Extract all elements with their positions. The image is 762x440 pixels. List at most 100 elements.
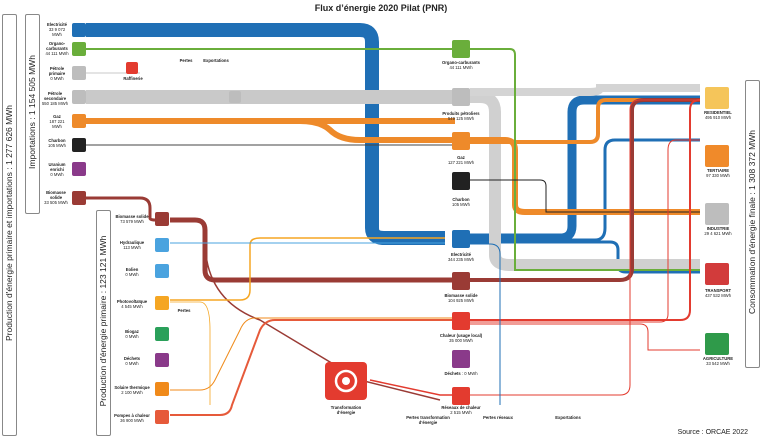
flow-petrole-out	[470, 91, 700, 271]
flow-gaz-out2	[470, 98, 700, 144]
petrole-node-icon	[452, 88, 470, 106]
reseau-node-icon	[452, 387, 470, 405]
production-primaire-box	[96, 210, 111, 436]
agriculture-icon	[705, 333, 729, 355]
biogaz-icon	[155, 327, 169, 341]
biomasse-primary-icon	[155, 212, 169, 226]
pompes-chaleur-icon	[155, 410, 169, 424]
charbon-import-icon	[72, 138, 86, 152]
flow-petrole-out2	[470, 84, 700, 96]
flow-chaleur-out2	[470, 139, 700, 323]
diagram-title: Flux d’énergie 2020 Pilat (PNR)	[314, 3, 448, 13]
organo-node-icon	[452, 40, 470, 58]
flow-pac	[170, 319, 455, 416]
middle-label-6: Chaleur (usage local)35 000 MWh	[439, 333, 483, 343]
organo-import-icon	[72, 42, 86, 56]
pertes-pv-label: Pertes	[177, 308, 191, 313]
transformation-label: Transformation d'énergie	[330, 405, 362, 415]
biomasse-node-icon	[452, 272, 470, 290]
flow-chaleur-out3	[470, 323, 700, 351]
flow-pv	[170, 237, 445, 301]
flow-gaz-out	[470, 137, 700, 215]
flow-gaz-bend	[299, 118, 455, 143]
chaleur-node-icon	[452, 312, 470, 330]
charbon-node-icon	[452, 172, 470, 190]
flow-organo-out	[470, 48, 700, 271]
production-primaire-label: Production d'énergie primaire : 123 121 …	[98, 235, 108, 407]
flow-biomasse	[170, 217, 455, 283]
hydraulique-icon	[155, 238, 169, 252]
production-totale-box	[2, 14, 17, 436]
flow-reseau-out	[470, 99, 700, 396]
flow-biomasse-out	[470, 98, 700, 282]
industrie-icon	[705, 203, 729, 225]
importations-box	[25, 14, 40, 214]
petrole2-import-icon	[72, 90, 86, 104]
solaire-thermique-icon	[155, 382, 169, 396]
flow-electricite-out3	[470, 240, 700, 274]
uranium-import-icon	[72, 162, 86, 176]
flow-electricite-import	[86, 23, 445, 245]
pertes-reseaux-label: Pertes réseaux	[483, 415, 513, 420]
flow-solaire	[170, 317, 455, 391]
dechets-node-icon	[452, 350, 470, 368]
elec-import-icon	[72, 23, 86, 37]
gaz-import-icon	[72, 114, 86, 128]
pertes-label: Pertes	[179, 58, 193, 63]
flow-pv-loss	[170, 301, 211, 405]
photovoltaique-icon	[155, 296, 169, 310]
flow-biomasse-import	[86, 196, 156, 222]
flow-charbon-out	[470, 179, 700, 213]
importations-label: Importations : 1 154 505 MWh	[27, 55, 37, 169]
transformation-gear-icon	[334, 369, 358, 393]
flow-electricite-out2	[470, 138, 700, 242]
flow-elec-loss	[470, 243, 501, 405]
pertes-transformation-label: Pertes transformation d'énergie	[406, 415, 450, 425]
flow-chaleur-out	[470, 99, 701, 321]
consommation-box	[745, 80, 760, 368]
residentiel-icon	[705, 87, 729, 109]
flow-biomasse-loss	[204, 239, 441, 401]
transport-icon	[705, 263, 729, 285]
exportations-label: Exportations	[203, 58, 229, 63]
flow-reseau	[369, 379, 455, 396]
raffinerie-small-icon	[229, 91, 241, 103]
flow-electricite-out	[470, 95, 700, 243]
tertiaire-icon	[705, 145, 729, 167]
consommation-label: Consommation d'énergie finale : 1 308 37…	[747, 130, 757, 315]
eolien-icon	[155, 264, 169, 278]
dechets-icon	[155, 353, 169, 367]
petrole1-import-icon	[72, 66, 86, 80]
middle-label-7: Déchets : 0 MWh	[444, 371, 478, 376]
raffinerie-label: Raffinerie	[123, 76, 143, 81]
biomasse-import-icon	[72, 191, 86, 205]
